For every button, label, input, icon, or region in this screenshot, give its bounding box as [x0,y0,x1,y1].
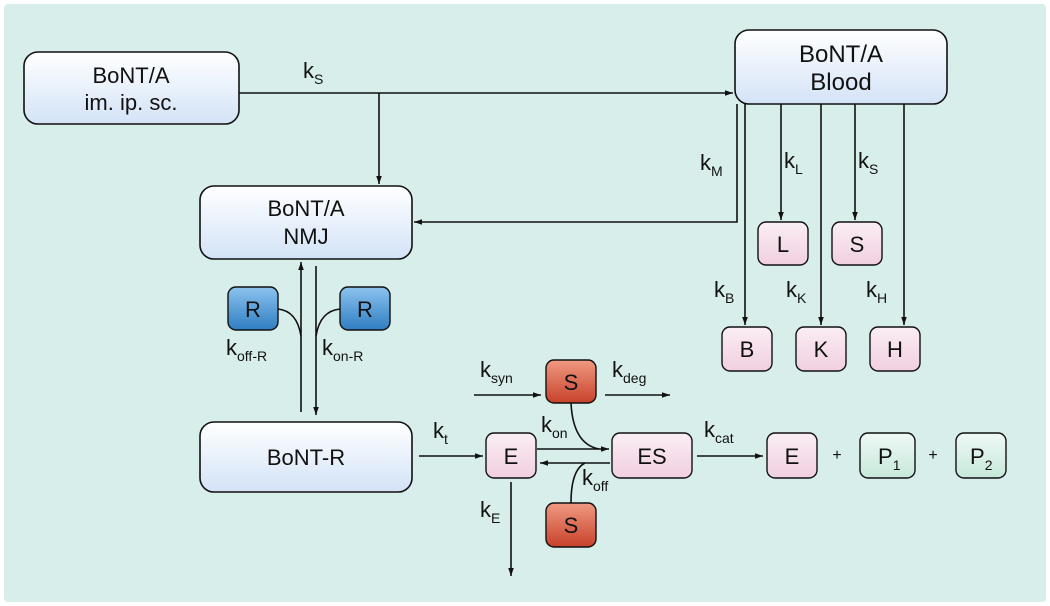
rate-ke: kE [480,497,500,526]
tissue-s-box: S [831,221,883,266]
substrate-top-box: S [545,359,597,404]
rate-kon-r: kon-R [322,335,363,364]
rate-kb: kB [714,277,734,306]
curve-substrate-release [570,462,586,504]
svg-text:S: S [850,232,865,257]
product-p2-box: P2 [955,432,1007,479]
curve-substrate-binding [570,402,600,450]
svg-text:R: R [245,297,261,322]
rate-ks-top: kS [303,58,323,87]
bont-r-label: BoNT-R [267,445,345,470]
svg-text:S: S [564,513,579,538]
rate-kl: kL [784,148,803,177]
svg-text:E: E [785,444,800,469]
rate-ks-blood: kS [858,148,878,177]
blood-line2: Blood [810,69,871,96]
rate-km: kM [700,150,723,179]
rate-kdeg: kdeg [612,357,646,386]
blood-box: BoNT/A Blood [734,29,948,105]
tissue-l-box: L [757,221,809,266]
svg-text:B: B [740,337,755,362]
receptor-left-box: R [227,286,279,331]
rate-kcat: kcat [704,417,734,446]
svg-text:E: E [504,444,519,469]
complex-es-box: ES [611,432,693,479]
svg-text:K: K [814,337,829,362]
arrow-blood-to-nmj [414,104,738,225]
bont-r-box: BoNT-R [199,421,413,493]
svg-text:P2: P2 [970,444,993,473]
arrows [239,90,907,576]
rate-ksyn: ksyn [480,357,513,386]
substrate-bottom-box: S [545,502,597,548]
rate-kon: kon [541,412,568,441]
nmj-line2: NMJ [283,224,328,249]
rate-kt: kt [433,418,448,447]
receptor-right-box: R [339,286,391,331]
tissue-h-box: H [869,326,921,372]
rate-koff: koff [582,465,608,494]
depot-line2: im. ip. sc. [85,90,178,115]
rate-kh: kH [866,277,887,306]
svg-text:ES: ES [637,444,666,469]
svg-text:L: L [777,232,789,257]
svg-text:S: S [564,370,579,395]
svg-text:P1: P1 [878,444,901,473]
tissue-k-box: K [795,326,847,372]
plus-sign-1: + [832,447,841,464]
nmj-line1: BoNT/A [267,196,344,221]
product-p1-box: P1 [859,432,916,479]
curve-receptor-left [277,308,302,337]
svg-text:H: H [887,337,903,362]
enzyme-box-1: E [485,432,537,479]
curve-receptor-right [315,308,341,337]
enzyme-box-2: E [766,432,818,479]
depot-box: BoNT/A im. ip. sc. [23,51,240,125]
svg-text:R: R [357,297,373,322]
nmj-box: BoNT/A NMJ [199,185,413,260]
tissue-b-box: B [721,326,773,372]
rate-kk: kK [786,277,807,306]
depot-line1: BoNT/A [92,63,169,88]
rate-koff-r: koff-R [226,335,267,364]
blood-line1: BoNT/A [799,41,883,68]
plus-sign-2: + [928,447,937,464]
